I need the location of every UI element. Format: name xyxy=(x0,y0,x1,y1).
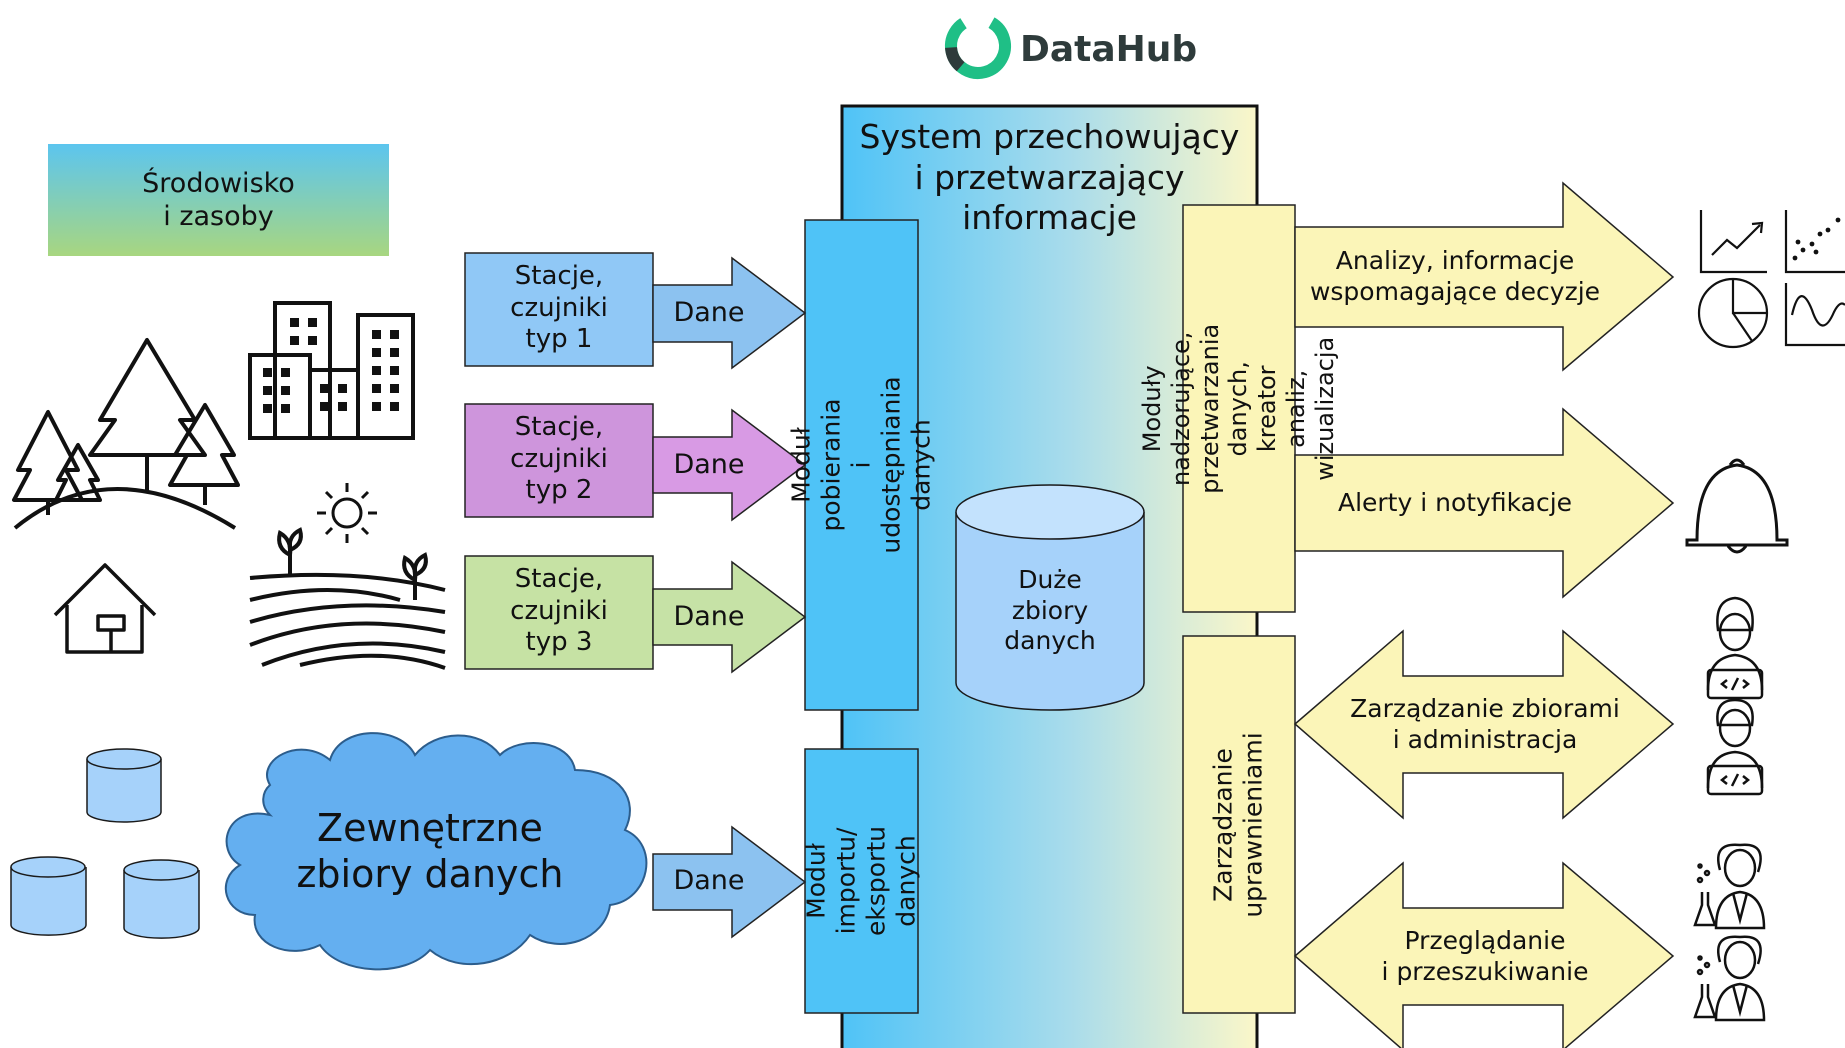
system-title: System przechowujący i przetwarzający in… xyxy=(859,117,1240,238)
station-box-2 xyxy=(464,403,654,518)
city-buildings-icon xyxy=(248,301,415,440)
database-icon xyxy=(10,748,200,939)
data-arrow-label-3: Dane xyxy=(673,601,745,632)
permissions-module-box xyxy=(1182,635,1296,1014)
data-arrow-1 xyxy=(652,256,807,370)
farm-fields-icon xyxy=(249,527,446,670)
data-arrow-external xyxy=(652,825,807,939)
developer-icon xyxy=(1706,596,1764,700)
sun-icon xyxy=(317,483,377,543)
data-arrow-3 xyxy=(652,560,807,674)
data-arrow-label-external: Dane xyxy=(673,865,745,896)
output-arrow-analyses xyxy=(1294,181,1675,372)
station-box-1 xyxy=(464,252,654,367)
data-arrow-label-1: Dane xyxy=(673,297,745,328)
developer-icon xyxy=(1706,698,1764,796)
charts-icon xyxy=(1697,210,1845,349)
external-cloud xyxy=(224,732,648,971)
house-icon xyxy=(53,563,157,654)
scientist-icon xyxy=(1693,843,1766,930)
output-label-browse: Przeglądanie i przeszukiwanie xyxy=(1381,926,1589,986)
environment-label: Środowisko i zasoby xyxy=(142,168,295,232)
processing-module-label: Moduły nadzorujące, przetwarzania danych… xyxy=(1138,323,1339,494)
station-label-2: Stacje, czujniki typ 2 xyxy=(510,412,608,506)
logo-text: DataHub xyxy=(1020,29,1198,70)
big-data-cylinder xyxy=(955,484,1145,711)
bell-icon xyxy=(1685,458,1789,554)
output-arrow-browse xyxy=(1293,861,1675,1048)
forest-icon xyxy=(12,338,240,530)
processing-module-box xyxy=(1182,204,1296,613)
output-arrow-alerts xyxy=(1294,407,1675,599)
environment-box xyxy=(48,144,389,256)
data-arrow-2 xyxy=(652,408,807,522)
ingest-module-label: Moduł pobierania i udostępniania danych xyxy=(786,376,936,554)
ingest-module-box xyxy=(804,219,919,711)
permissions-module-label: Zarządzanie uprawnieniami xyxy=(1209,731,1268,918)
station-label-3: Stacje, czujniki typ 3 xyxy=(510,564,608,658)
import-module-box xyxy=(804,748,919,1014)
scientist-icon xyxy=(1693,935,1766,1022)
import-module-label: Moduł importu/ eksportu danych xyxy=(801,826,921,936)
big-data-label: Duże zbiory danych xyxy=(1004,565,1096,655)
data-arrow-label-2: Dane xyxy=(673,449,745,480)
external-data-label: Zewnętrzne zbiory danych xyxy=(296,806,564,896)
output-label-management: Zarządzanie zbiorami i administracja xyxy=(1350,694,1620,754)
output-label-alerts: Alerty i notyfikacje xyxy=(1337,488,1573,517)
station-box-3 xyxy=(464,555,654,670)
output-arrow-management xyxy=(1293,629,1675,820)
station-label-1: Stacje, czujniki typ 1 xyxy=(510,261,608,355)
datahub-logo-icon xyxy=(944,13,1011,79)
output-label-analyses: Analizy, informacje wspomagające decyzje xyxy=(1309,246,1601,306)
